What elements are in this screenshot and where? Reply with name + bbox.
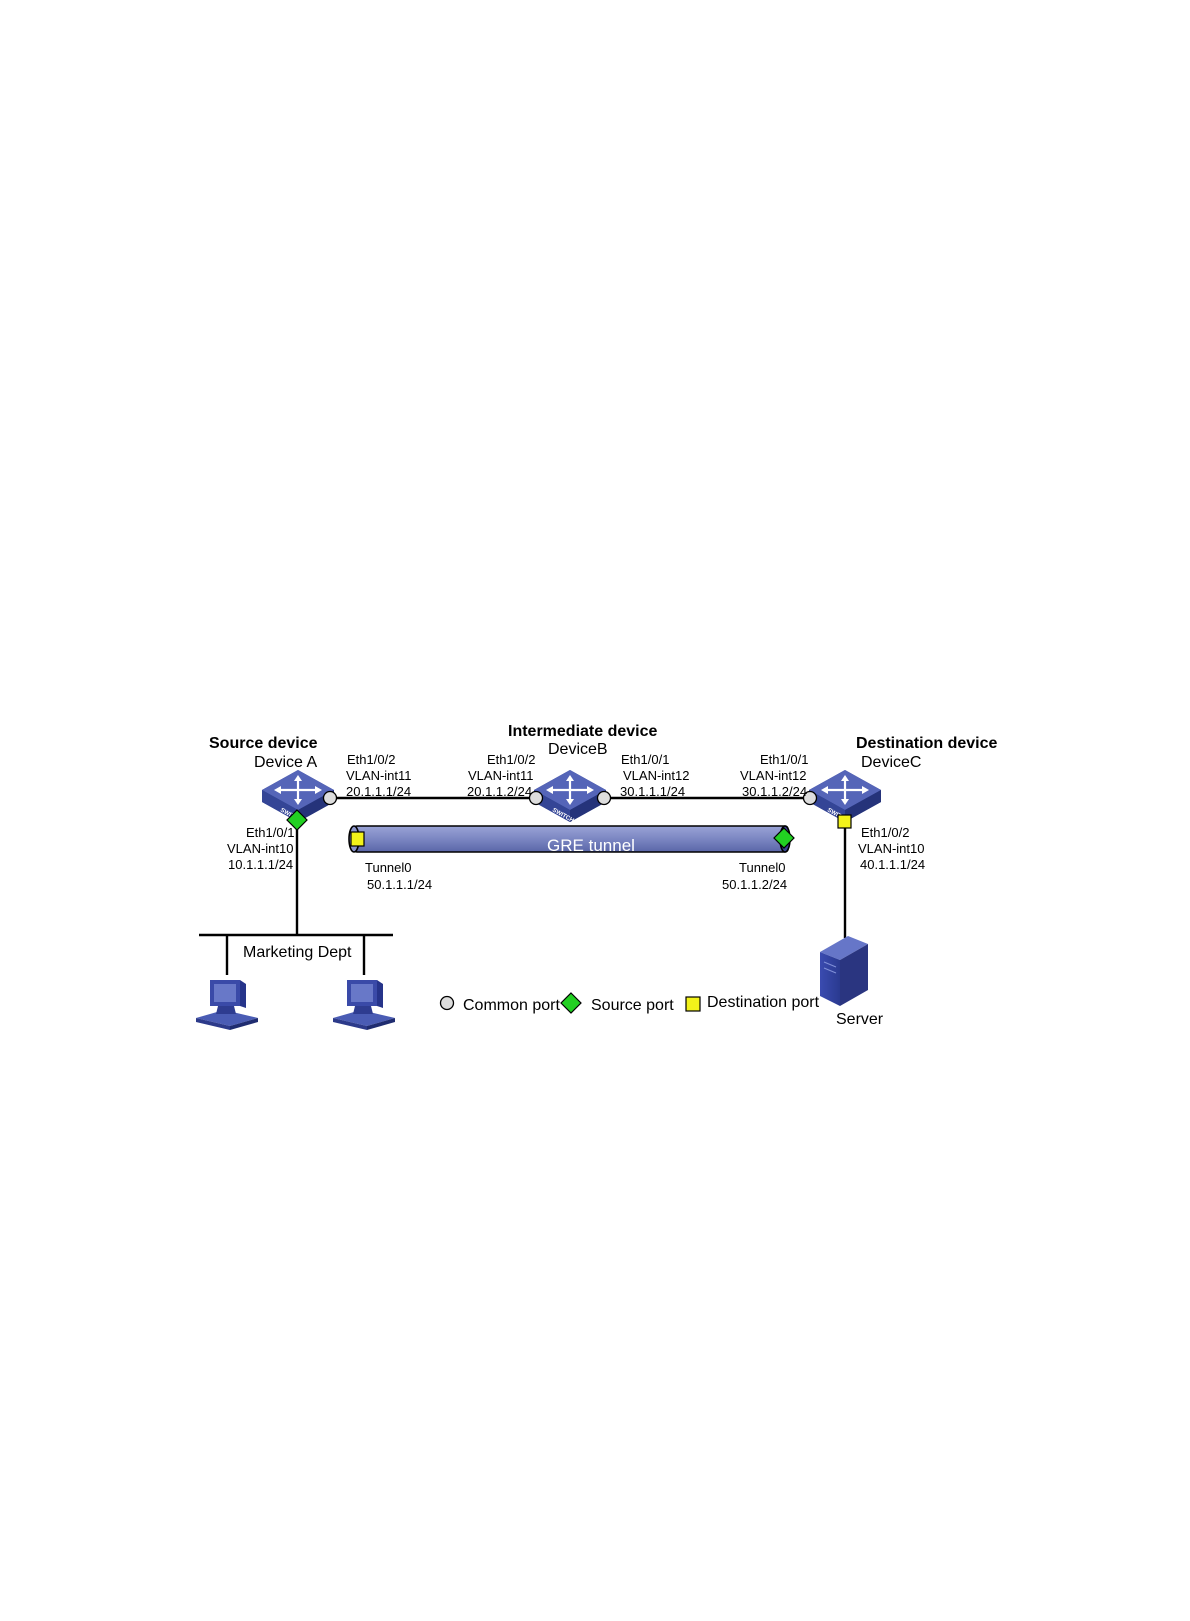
port-vlan: VLAN-int11 [346,768,412,783]
port-iface: Eth1/0/1 [621,752,669,767]
port-iface: Eth1/0/1 [246,825,294,840]
switch-icon [807,768,883,824]
destination-port-marker [837,814,852,829]
tunnel-a-ip: 50.1.1.1/24 [367,877,432,892]
destination-port-legend-icon [685,996,701,1012]
port-ip: 10.1.1.1/24 [228,857,293,872]
server-icon [820,936,868,1006]
port-vlan: VLAN-int11 [468,768,534,783]
port-vlan: VLAN-int10 [227,841,293,856]
server-label: Server [836,1011,884,1028]
gre-tunnel: GRE tunnel [348,825,791,855]
tunnel-c-ip: 50.1.1.2/24 [722,877,787,892]
device-a-name: Device A [254,754,317,771]
source-port-marker [286,809,308,831]
device-b-name: DeviceB [548,741,608,758]
common-port-marker [322,790,338,806]
port-ip: 30.1.1.2/24 [742,784,807,799]
marketing-dept-label: Marketing Dept [243,944,352,961]
computer-icon [196,980,258,1030]
port-iface: Eth1/0/2 [487,752,535,767]
device-b-role: Intermediate device [508,723,658,740]
common-port-marker [528,790,544,806]
common-port-marker [802,790,818,806]
switch-icon [532,768,608,824]
legend: Common port Source port Destination port [439,992,820,1014]
tunnel-a-iface: Tunnel0 [365,860,412,875]
port-iface: Eth1/0/2 [861,825,909,840]
legend-common-port: Common port [463,997,560,1014]
port-ip: 20.1.1.2/24 [467,784,532,799]
computer-icon [333,980,395,1030]
port-vlan: VLAN-int10 [858,841,924,856]
port-ip: 30.1.1.1/24 [620,784,685,799]
device-a-role: Source device [209,735,318,752]
port-ip: 20.1.1.1/24 [346,784,411,799]
tunnel-c-iface: Tunnel0 [739,860,786,875]
source-port-marker [773,827,795,849]
common-port-legend-icon [439,995,455,1011]
port-iface: Eth1/0/2 [347,752,395,767]
legend-destination-port: Destination port [707,994,820,1011]
port-vlan: VLAN-int12 [740,768,806,783]
source-port-legend-icon [560,992,582,1014]
common-port-marker [596,790,612,806]
port-iface: Eth1/0/1 [760,752,808,767]
legend-source-port: Source port [591,997,674,1014]
destination-port-marker [350,831,365,847]
port-vlan: VLAN-int12 [623,768,689,783]
port-ip: 40.1.1.1/24 [860,857,925,872]
tunnel-label: GRE tunnel [547,836,635,855]
device-c-name: DeviceC [861,754,921,771]
device-c-role: Destination device [856,735,997,752]
